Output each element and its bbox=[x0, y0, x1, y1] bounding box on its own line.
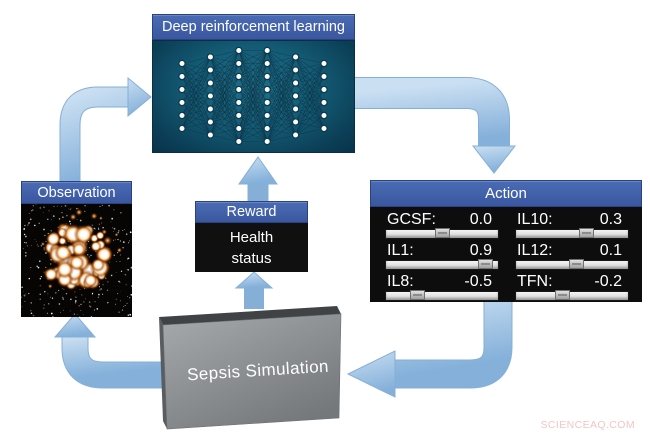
slider-value: 0.0 bbox=[469, 211, 492, 228]
action-slider-il10: IL10: 0.3 bbox=[514, 210, 630, 241]
slider-label: IL8: bbox=[387, 273, 414, 290]
arrow-observation-to-drl bbox=[59, 76, 152, 181]
slider-track[interactable] bbox=[515, 290, 629, 301]
action-slider-il1: IL1: 0.9 bbox=[384, 241, 500, 272]
slider-label: GCSF: bbox=[387, 211, 436, 228]
action-slider-tfn: TFN: -0.2 bbox=[514, 272, 630, 303]
slider-value: -0.2 bbox=[594, 273, 622, 290]
sepsis-simulation-box bbox=[159, 306, 342, 430]
observation-box: Observation bbox=[21, 181, 132, 317]
health-status-text: Health status bbox=[195, 223, 308, 272]
slider-track[interactable] bbox=[515, 228, 629, 239]
slider-handle[interactable] bbox=[410, 290, 426, 300]
arrow-simulation-to-observation bbox=[53, 313, 162, 389]
observation-header: Observation bbox=[21, 181, 132, 204]
arrow-drl-to-action bbox=[355, 77, 517, 174]
action-slider-gcsf: GCSF: 0.0 bbox=[384, 210, 500, 241]
observation-microscopy-image bbox=[21, 204, 132, 317]
slider-handle[interactable] bbox=[554, 290, 570, 300]
slider-handle[interactable] bbox=[579, 228, 595, 238]
watermark: SCIENCEAQ.COM bbox=[540, 419, 635, 431]
arrow-simulation-to-reward bbox=[234, 271, 274, 309]
neural-network-visual bbox=[152, 40, 355, 153]
action-header: Action bbox=[370, 180, 642, 207]
slider-track[interactable] bbox=[515, 259, 629, 270]
slider-value: 0.1 bbox=[599, 242, 622, 259]
reward-header: Reward bbox=[195, 201, 308, 223]
slider-label: TFN: bbox=[517, 273, 553, 290]
slider-track[interactable] bbox=[385, 259, 499, 270]
slider-handle[interactable] bbox=[569, 259, 585, 269]
slider-handle[interactable] bbox=[478, 259, 494, 269]
slider-label: IL1: bbox=[387, 242, 414, 259]
arrow-action-to-simulation bbox=[346, 301, 513, 398]
slider-track[interactable] bbox=[385, 290, 499, 301]
slider-track[interactable] bbox=[385, 228, 499, 239]
deep-reinforcement-learning-box: Deep reinforcement learning bbox=[152, 14, 355, 153]
slider-value: -0.5 bbox=[464, 273, 492, 290]
slider-label: IL10: bbox=[517, 211, 553, 228]
slider-label: IL12: bbox=[517, 242, 553, 259]
drl-header: Deep reinforcement learning bbox=[152, 14, 355, 40]
slider-value: 0.9 bbox=[469, 242, 492, 259]
slider-handle[interactable] bbox=[434, 228, 450, 238]
arrow-reward-to-drl bbox=[238, 156, 278, 202]
action-slider-il8: IL8: -0.5 bbox=[384, 272, 500, 303]
slider-value: 0.3 bbox=[599, 211, 622, 228]
action-slider-il12: IL12: 0.1 bbox=[514, 241, 630, 272]
reward-box: Reward Health status bbox=[195, 201, 308, 272]
